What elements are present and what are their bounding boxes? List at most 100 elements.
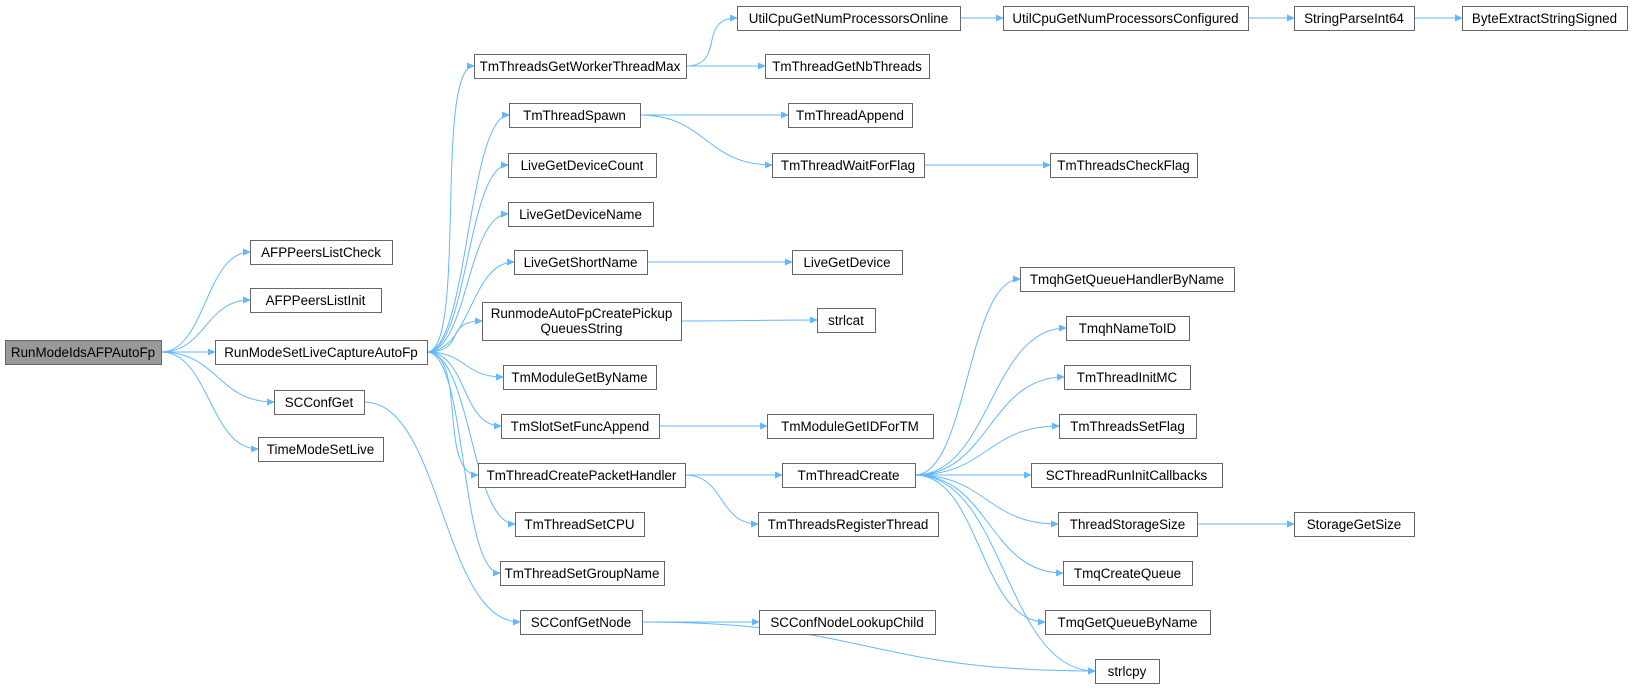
node-tm-threads-check-flag[interactable]: TmThreadsCheckFlag (1050, 153, 1198, 178)
node-box[interactable] (515, 512, 645, 537)
node-box[interactable] (274, 390, 365, 415)
node-live-get-short-name[interactable]: LiveGetShortName (514, 250, 648, 275)
node-box[interactable] (737, 6, 961, 31)
node-tm-threads-register-thread[interactable]: TmThreadsRegisterThread (758, 512, 939, 537)
node-box[interactable] (767, 414, 934, 439)
node-sc-conf-node-lookup-child[interactable]: SCConfNodeLookupChild (759, 610, 936, 635)
node-label: StringParseInt64 (1304, 11, 1404, 26)
node-tm-slot-set-func-append[interactable]: TmSlotSetFuncAppend (501, 414, 660, 439)
node-strlcpy[interactable]: strlcpy (1095, 659, 1160, 684)
node-box[interactable] (508, 153, 657, 178)
node-afp-peers-list-init[interactable]: AFPPeersListInit (250, 288, 382, 313)
node-box[interactable] (478, 463, 686, 488)
node-box[interactable] (758, 512, 939, 537)
node-box[interactable] (765, 54, 930, 79)
node-box[interactable] (1050, 153, 1198, 178)
node-box[interactable] (250, 288, 382, 313)
node-label: TmThreadWaitForFlag (781, 158, 915, 173)
node-box[interactable] (514, 250, 648, 275)
node-live-get-device-name[interactable]: LiveGetDeviceName (508, 202, 654, 227)
node-box[interactable] (1045, 610, 1211, 635)
node-tm-module-get-id-for-tm[interactable]: TmModuleGetIDForTM (767, 414, 934, 439)
node-live-get-device-count[interactable]: LiveGetDeviceCount (508, 153, 657, 178)
node-box[interactable] (509, 103, 641, 128)
node-tm-thread-append[interactable]: TmThreadAppend (788, 103, 913, 128)
node-run-mode-set-live-capture-auto-fp[interactable]: RunModeSetLiveCaptureAutoFp (215, 340, 428, 365)
node-tmqh-get-queue-handler-by-name[interactable]: TmqhGetQueueHandlerByName (1020, 267, 1235, 292)
node-tmq-get-queue-by-name[interactable]: TmqGetQueueByName (1045, 610, 1211, 635)
node-box[interactable] (1066, 316, 1190, 341)
node-tm-thread-create-packet-handler[interactable]: TmThreadCreatePacketHandler (478, 463, 686, 488)
node-byte-extract-string-signed[interactable]: ByteExtractStringSigned (1462, 6, 1628, 31)
node-label: strlcat (828, 313, 864, 328)
node-box[interactable] (782, 463, 916, 488)
node-box[interactable] (520, 610, 643, 635)
node-box[interactable] (759, 610, 936, 635)
edge-run-mode-set-live-capture-auto-fp-to-live-get-device-count (426, 165, 508, 353)
node-strlcat[interactable]: strlcat (817, 308, 876, 333)
node-sc-conf-get-node[interactable]: SCConfGetNode (520, 610, 643, 635)
node-tm-thread-set-cpu[interactable]: TmThreadSetCPU (515, 512, 645, 537)
edge-run-mode-set-live-capture-auto-fp-to-tm-thread-create-packet-handler (426, 351, 478, 475)
edge-tm-thread-create-to-tm-thread-init-mc (914, 377, 1064, 476)
edge-tm-thread-create-to-tmq-create-queue (914, 474, 1063, 573)
node-afp-peers-list-check[interactable]: AFPPeersListCheck (250, 240, 393, 265)
node-string-parse-int64[interactable]: StringParseInt64 (1294, 6, 1415, 31)
node-label: SCConfGet (285, 395, 354, 410)
node-box[interactable] (215, 340, 428, 365)
node-box[interactable] (1003, 6, 1249, 31)
node-box[interactable] (1095, 659, 1160, 684)
node-storage-get-size[interactable]: StorageGetSize (1294, 512, 1415, 537)
node-tmqh-name-to-id[interactable]: TmqhNameToID (1066, 316, 1190, 341)
node-tm-thread-spawn[interactable]: TmThreadSpawn (509, 103, 641, 128)
node-sc-conf-get[interactable]: SCConfGet (274, 390, 365, 415)
node-box[interactable] (474, 54, 687, 79)
node-box[interactable] (258, 437, 384, 462)
node-box[interactable] (772, 153, 925, 178)
node-box[interactable] (817, 308, 876, 333)
node-box[interactable] (501, 414, 660, 439)
node-thread-storage-size[interactable]: ThreadStorageSize (1058, 512, 1198, 537)
node-time-mode-set-live[interactable]: TimeModeSetLive (258, 437, 384, 462)
node-box[interactable] (1462, 6, 1628, 31)
node-label: TmThreadsGetWorkerThreadMax (480, 59, 681, 74)
node-box[interactable] (1020, 267, 1235, 292)
node-box[interactable] (1059, 414, 1197, 439)
node-sc-thread-run-init-callbacks[interactable]: SCThreadRunInitCallbacks (1031, 463, 1223, 488)
node-box[interactable] (482, 302, 682, 341)
node-box[interactable] (1294, 512, 1415, 537)
node-box[interactable] (1294, 6, 1415, 31)
node-tm-thread-get-nb-threads[interactable]: TmThreadGetNbThreads (765, 54, 930, 79)
node-live-get-device[interactable]: LiveGetDevice (792, 250, 903, 275)
node-box[interactable] (788, 103, 913, 128)
node-tm-threads-set-flag[interactable]: TmThreadsSetFlag (1059, 414, 1197, 439)
node-label: RunmodeAutoFpCreatePickup (491, 306, 673, 321)
node-util-cpu-get-num-processors-online[interactable]: UtilCpuGetNumProcessorsOnline (737, 6, 961, 31)
node-box[interactable] (250, 240, 393, 265)
node-box[interactable] (5, 340, 162, 365)
node-label: TmqGetQueueByName (1058, 615, 1198, 630)
node-box[interactable] (500, 561, 665, 586)
edge-tm-thread-create-packet-handler-to-tm-threads-register-thread (684, 474, 758, 524)
node-tm-thread-init-mc[interactable]: TmThreadInitMC (1064, 365, 1191, 390)
node-tm-thread-create[interactable]: TmThreadCreate (782, 463, 916, 488)
node-tm-thread-set-group-name[interactable]: TmThreadSetGroupName (500, 561, 665, 586)
node-label: AFPPeersListCheck (261, 245, 381, 260)
node-box[interactable] (1063, 561, 1193, 586)
node-tm-thread-wait-for-flag[interactable]: TmThreadWaitForFlag (772, 153, 925, 178)
node-util-cpu-get-num-processors-configured[interactable]: UtilCpuGetNumProcessorsConfigured (1003, 6, 1249, 31)
node-label: UtilCpuGetNumProcessorsOnline (749, 11, 948, 26)
node-box[interactable] (1064, 365, 1191, 390)
node-tmq-create-queue[interactable]: TmqCreateQueue (1063, 561, 1193, 586)
node-run-mode-ids-afp-auto-fp[interactable]: RunModeIdsAFPAutoFp (5, 340, 162, 365)
node-tm-module-get-by-name[interactable]: TmModuleGetByName (503, 365, 657, 390)
node-box[interactable] (1058, 512, 1198, 537)
node-box[interactable] (508, 202, 654, 227)
node-box[interactable] (792, 250, 903, 275)
node-box[interactable] (503, 365, 657, 390)
node-tm-threads-get-worker-thread-max[interactable]: TmThreadsGetWorkerThreadMax (474, 54, 687, 79)
node-label: TmqhNameToID (1079, 321, 1177, 336)
edge-tm-thread-create-to-thread-storage-size (914, 474, 1058, 524)
node-box[interactable] (1031, 463, 1223, 488)
